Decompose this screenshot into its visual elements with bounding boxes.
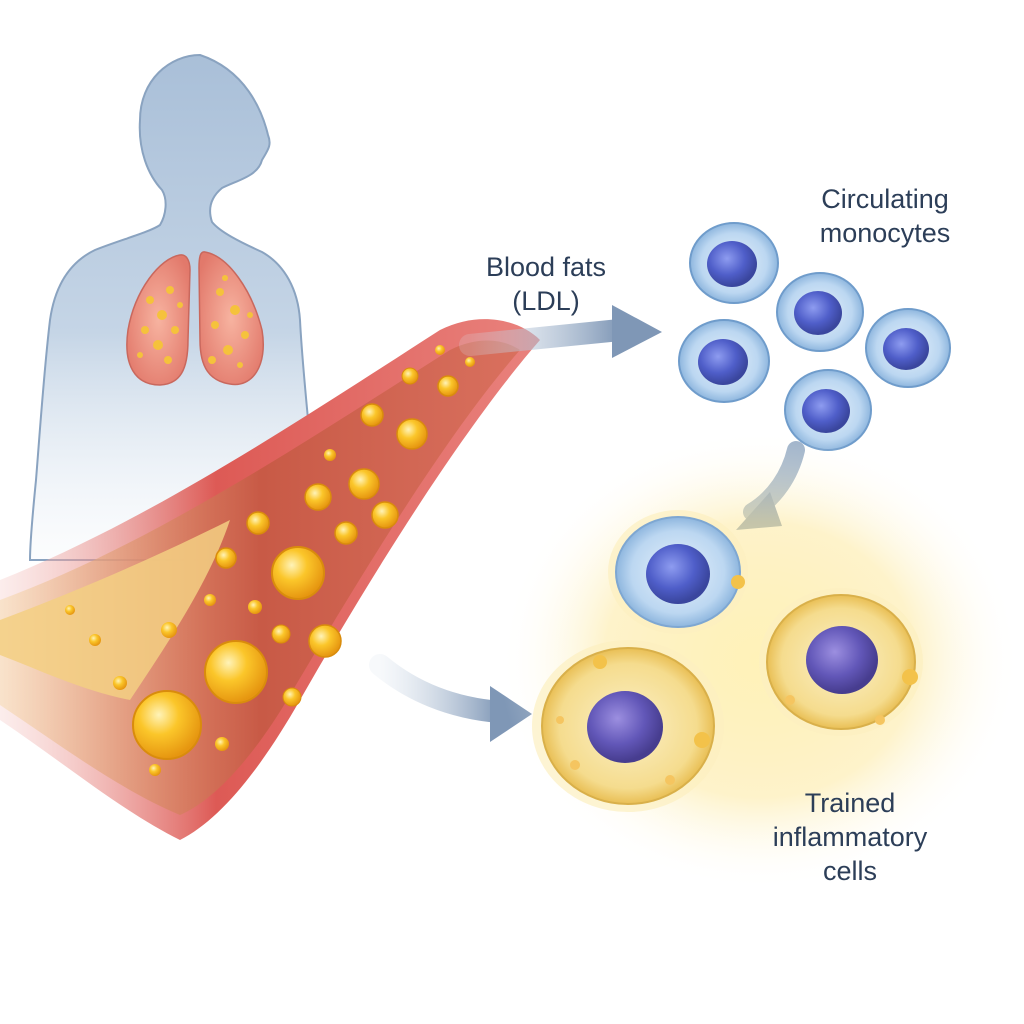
label-trained-line2: inflammatory (772, 822, 928, 852)
lungs (126, 251, 264, 386)
label-circulating-monocytes: Circulating monocytes (796, 182, 974, 250)
monocyte (689, 222, 779, 304)
monocyte (678, 319, 770, 403)
monocyte (865, 308, 951, 388)
label-blood-fats-line1: Blood fats (485, 252, 607, 282)
circulating-monocytes (678, 222, 951, 451)
trained-inflammatory-cells (500, 430, 1020, 890)
monocyte (776, 272, 864, 352)
trained-cell (532, 640, 724, 812)
label-blood-fats: Blood fats (LDL) (462, 250, 630, 318)
arrow-ldl-to-monocytes (459, 305, 662, 358)
transitioning-monocyte (608, 510, 748, 634)
trained-cell (759, 588, 923, 736)
label-monocytes-line1: Circulating (821, 184, 949, 214)
ldl-particles (65, 345, 475, 776)
label-trained-line1: Trained (804, 788, 896, 818)
blood-vessel (0, 319, 540, 841)
label-trained-inflammatory-cells: Trained inflammatory cells (752, 786, 948, 888)
label-monocytes-line2: monocytes (819, 218, 951, 248)
label-trained-line3: cells (822, 856, 877, 886)
label-blood-fats-line2: (LDL) (512, 286, 580, 316)
